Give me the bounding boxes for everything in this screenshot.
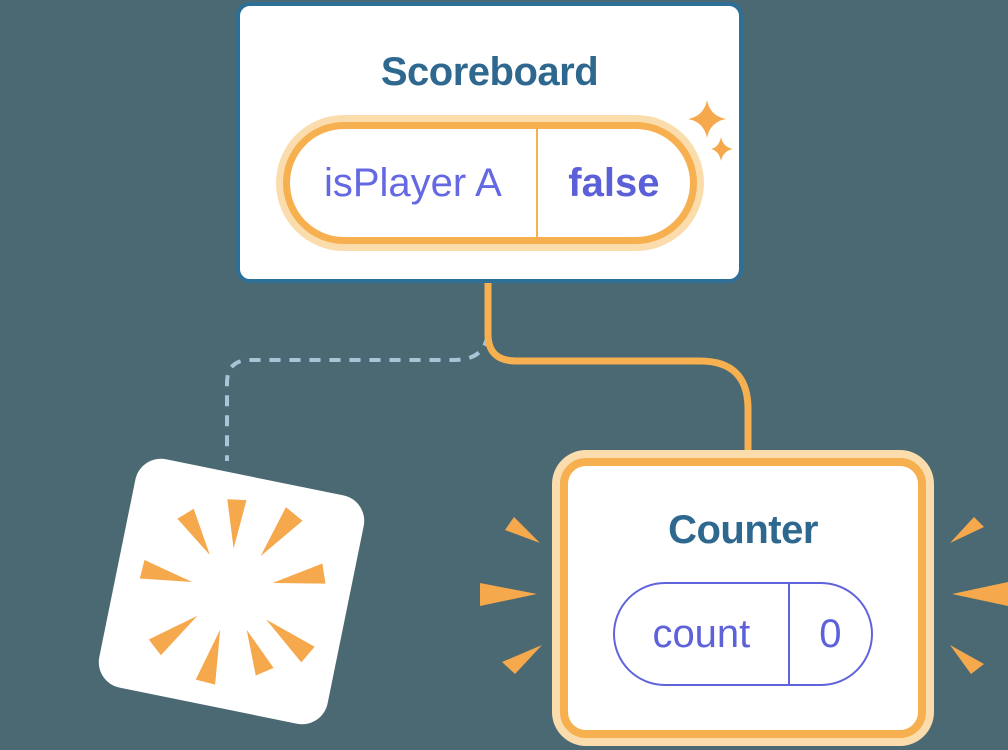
counter-state-pill: count 0 (613, 582, 873, 686)
counter-card: Counter count 0 (560, 458, 926, 738)
scoreboard-title: Scoreboard (380, 50, 599, 94)
poof-card (94, 454, 369, 729)
counter-state-value: 0 (819, 611, 842, 656)
solid-connector (484, 281, 752, 472)
scoreboard-state-pill: isPlayer A false (282, 122, 697, 244)
scoreboard-state-name: isPlayer A (290, 129, 539, 237)
scoreboard-state-value: false (568, 160, 660, 205)
sparkles-icon (688, 100, 733, 161)
emphasis-burst-right-icon (950, 517, 1008, 674)
counter-title: Counter (668, 508, 818, 552)
dashed-connector (225, 295, 490, 461)
counter-state-name: count (615, 584, 790, 684)
emphasis-burst-left-icon (480, 517, 542, 674)
scoreboard-card: Scoreboard isPlayer A false (236, 2, 743, 283)
poof-burst-icon (139, 499, 326, 685)
